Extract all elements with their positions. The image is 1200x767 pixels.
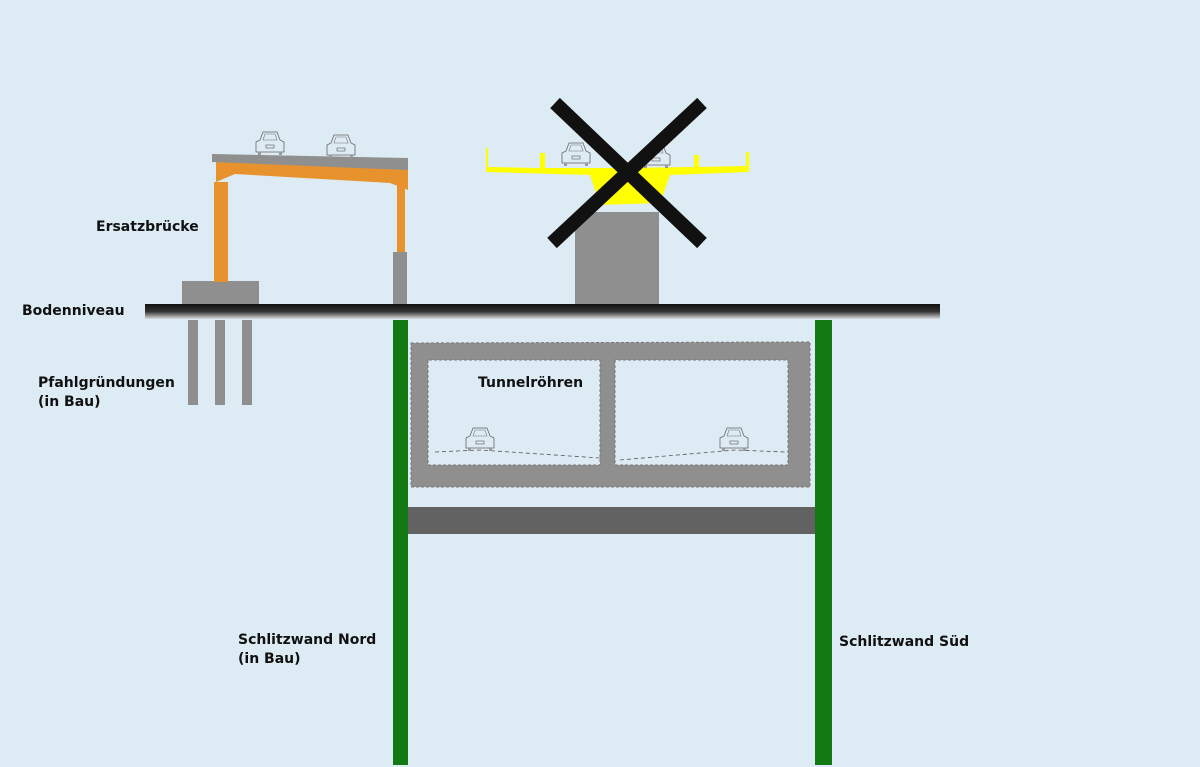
bridge-column-left [214,182,228,282]
bridge-beam [216,162,408,190]
label-diaphragm-wall-north: Schlitzwand Nord [238,632,377,648]
label-replacement-bridge: Ersatzbrücke [96,219,199,235]
bridge-pier-base [393,252,407,305]
bridge-deck [212,154,408,170]
bridge-column-right [397,180,405,252]
bridge-foundation-block [182,281,259,305]
car-icon [465,427,495,452]
base-slab [407,507,815,534]
label-diaphragm-wall-north-status: (in Bau) [238,651,301,667]
old-bridge [486,97,749,305]
tunnel-tubes [410,341,811,488]
car-icon [255,131,285,156]
old-bridge-pier [575,212,659,305]
tunnel [407,341,815,534]
cross-mark-icon [547,97,707,249]
ground-level-line [145,304,940,319]
label-pile-foundations-status: (in Bau) [38,394,101,410]
diaphragm-wall-north [393,320,408,765]
car-icon [561,142,591,167]
car-icon [326,134,356,159]
pile-foundations [188,320,252,405]
label-diaphragm-wall-south: Schlitzwand Süd [839,634,970,650]
label-pile-foundations: Pfahlgründungen [38,375,175,391]
diaphragm-wall-south [815,320,832,765]
label-tunnel-tubes: Tunnelröhren [478,375,584,391]
replacement-bridge [182,131,408,305]
label-ground-level: Bodenniveau [22,303,125,319]
car-icon [719,427,749,452]
